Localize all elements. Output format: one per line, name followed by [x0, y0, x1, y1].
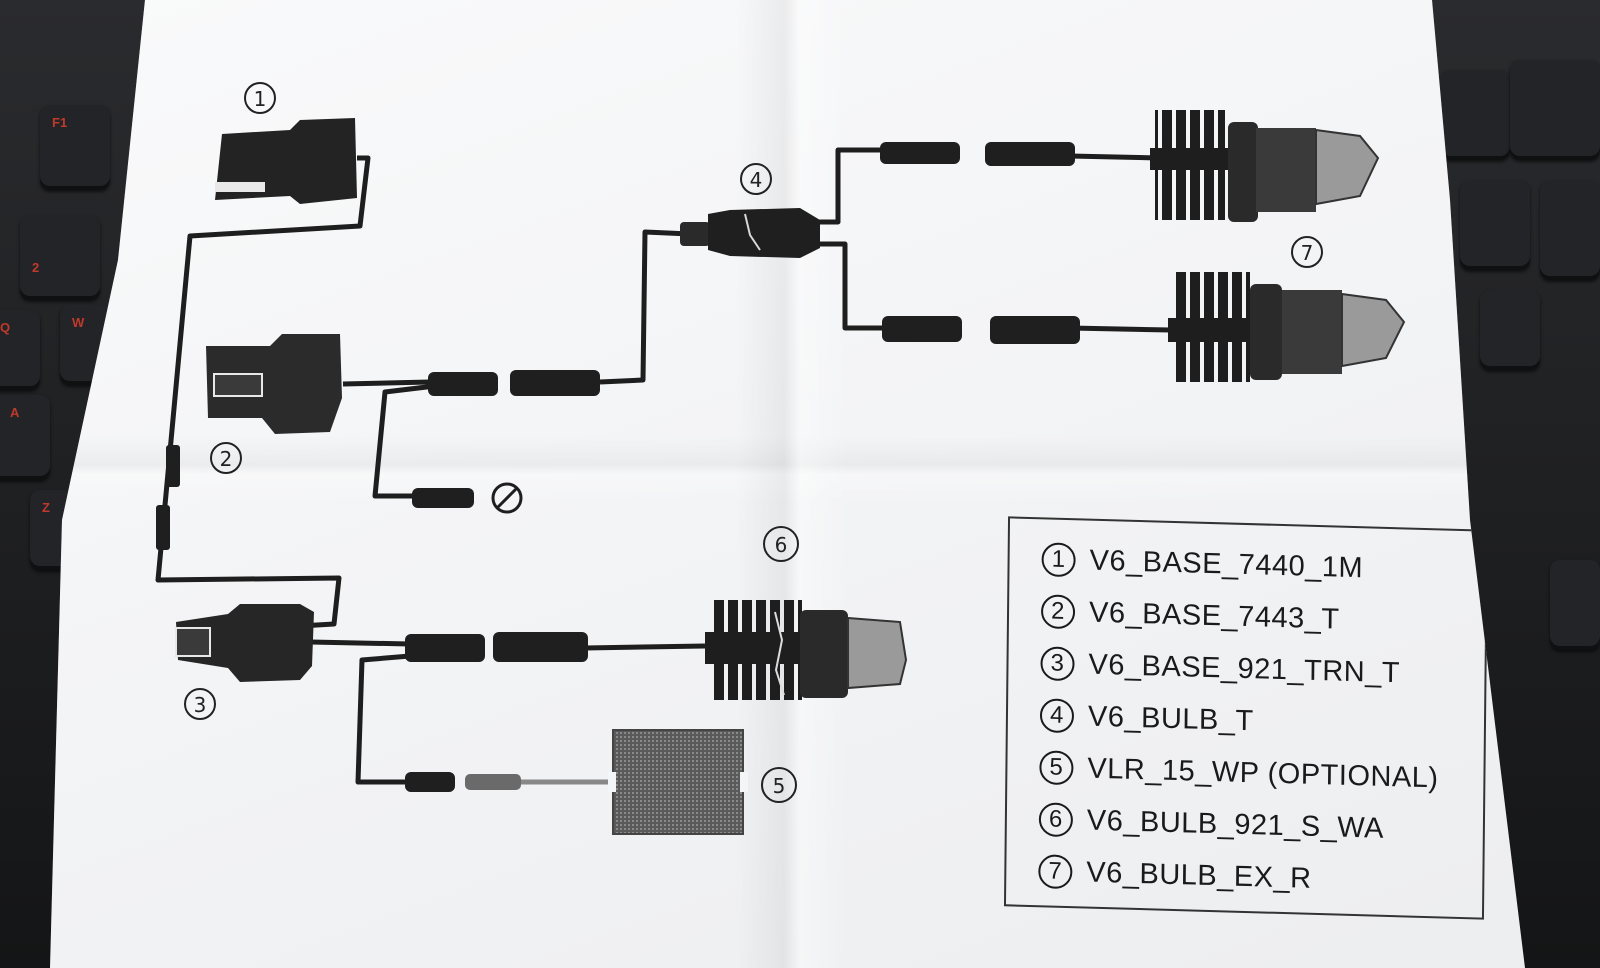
label-circle-2 [210, 442, 242, 474]
key-legend: Z [42, 500, 50, 515]
not-used-icon [491, 482, 523, 514]
legend-number: 5 [1039, 750, 1074, 786]
label-circle-4 [740, 163, 772, 195]
resistor-vlr-15 [608, 729, 748, 835]
base-7440-connector [215, 118, 357, 204]
connector-resistor-male [465, 774, 521, 790]
keyboard-key-right-5 [1480, 290, 1540, 370]
wire-base3-to-bulb6 [309, 639, 411, 647]
legend-number: 1 [1041, 542, 1076, 578]
keyboard-key-2: 2 [20, 215, 100, 300]
legend-number: 7 [1038, 854, 1073, 890]
connector-bulb6-female [405, 634, 485, 662]
legend-number: 6 [1038, 802, 1074, 838]
connector-bulb7-top-male [985, 142, 1075, 166]
wire-base2-to-splitter [599, 229, 691, 385]
base-7443-connector [206, 334, 342, 434]
connector-base1-inline-b [156, 505, 170, 550]
legend-label: V6_BASE_7443_T [1088, 596, 1340, 636]
base-921-connector [175, 604, 314, 682]
connector-bulb7-bot-male [990, 316, 1080, 344]
wire-base3-to-resistor [355, 653, 411, 785]
wire-bulb6-lead [584, 643, 706, 651]
keyboard-key-a: A [0, 395, 50, 480]
key-legend: Q [0, 320, 11, 335]
label-circle-5 [761, 767, 797, 803]
callout-2: 2 [220, 447, 233, 471]
legend-row-7: 7 V6_BULB_EX_R [1038, 851, 1312, 899]
keyboard-key-q: Q [0, 310, 40, 390]
legend-number: 4 [1039, 698, 1075, 734]
connector-base2-male [510, 370, 600, 396]
wire-bulb7-top-lead [1069, 153, 1161, 161]
legend-row-4: 4 V6_BULB_T [1039, 695, 1254, 741]
label-circle-3 [184, 688, 216, 720]
legend-label: V6_BULB_T [1087, 700, 1254, 737]
keyboard-key-right-2 [1510, 60, 1600, 160]
keyboard-key-f1: F1 [40, 105, 110, 190]
callout-3: 3 [194, 693, 207, 717]
connector-base2-female [428, 372, 498, 396]
splitter-harness [680, 208, 820, 258]
wire-group [155, 147, 1171, 785]
legend-label: V6_BASE_921_TRN_T [1088, 648, 1401, 689]
legend-row-2: 2 V6_BASE_7443_T [1040, 591, 1340, 639]
callout-6: 6 [775, 533, 788, 557]
legend-label: V6_BASE_7440_1M [1089, 544, 1364, 584]
connector-base1-inline-a [166, 445, 180, 487]
inline-connectors [156, 142, 1080, 792]
keyboard-key-right-1 [1440, 70, 1510, 160]
connector-bulb7-top-female [880, 142, 960, 164]
callout-1: 1 [254, 87, 267, 111]
callout-4: 4 [750, 168, 763, 192]
callout-7: 7 [1301, 241, 1314, 265]
wire-base2-unused-branch [372, 383, 436, 499]
key-legend: A [10, 405, 20, 420]
legend-row-1: 1 V6_BASE_7440_1M [1041, 539, 1363, 588]
callout-5: 5 [773, 774, 786, 798]
legend-row-6: 6 V6_BULB_921_S_WA [1038, 799, 1385, 849]
wire-splitter-to-bulb7-top [818, 147, 880, 225]
key-legend: 2 [32, 260, 40, 275]
bulb-921-s-wa [705, 600, 908, 700]
legend-number: 2 [1040, 594, 1076, 630]
keyboard-key-right-6 [1550, 560, 1600, 650]
wire-bulb7-bottom-lead [1069, 325, 1171, 333]
connector-unused-cap [412, 488, 474, 508]
parts-legend: 1 V6_BASE_7440_1M 2 V6_BASE_7443_T 3 V6_BAS… [1003, 516, 1489, 920]
wire-splitter-to-bulb7-bottom [818, 241, 882, 331]
wire-base1-to-base3 [155, 155, 371, 629]
wire-base2-out [342, 379, 431, 387]
label-circle-1 [244, 82, 276, 114]
keyboard-key-right-3 [1460, 180, 1530, 270]
label-circle-6 [763, 526, 799, 562]
keyboard-key-right-4 [1540, 180, 1600, 280]
key-legend: F1 [52, 115, 68, 130]
connector-bulb7-bot-female [882, 316, 962, 342]
bulb-ex-r-bottom [1168, 272, 1406, 382]
label-circle-7 [1291, 236, 1323, 268]
connector-resistor-female [405, 772, 455, 792]
legend-label: V6_BULB_921_S_WA [1086, 804, 1385, 845]
legend-label: VLR_15_WP (OPTIONAL) [1087, 752, 1439, 794]
bulb-ex-r-top [1150, 110, 1380, 222]
legend-label: V6_BULB_EX_R [1086, 856, 1312, 895]
legend-row-3: 3 V6_BASE_921_TRN_T [1040, 643, 1400, 693]
legend-number: 3 [1040, 646, 1075, 682]
key-legend: W [72, 315, 85, 330]
legend-row-5: 5 VLR_15_WP (OPTIONAL) [1039, 747, 1439, 798]
connector-bulb6-male [493, 632, 588, 662]
